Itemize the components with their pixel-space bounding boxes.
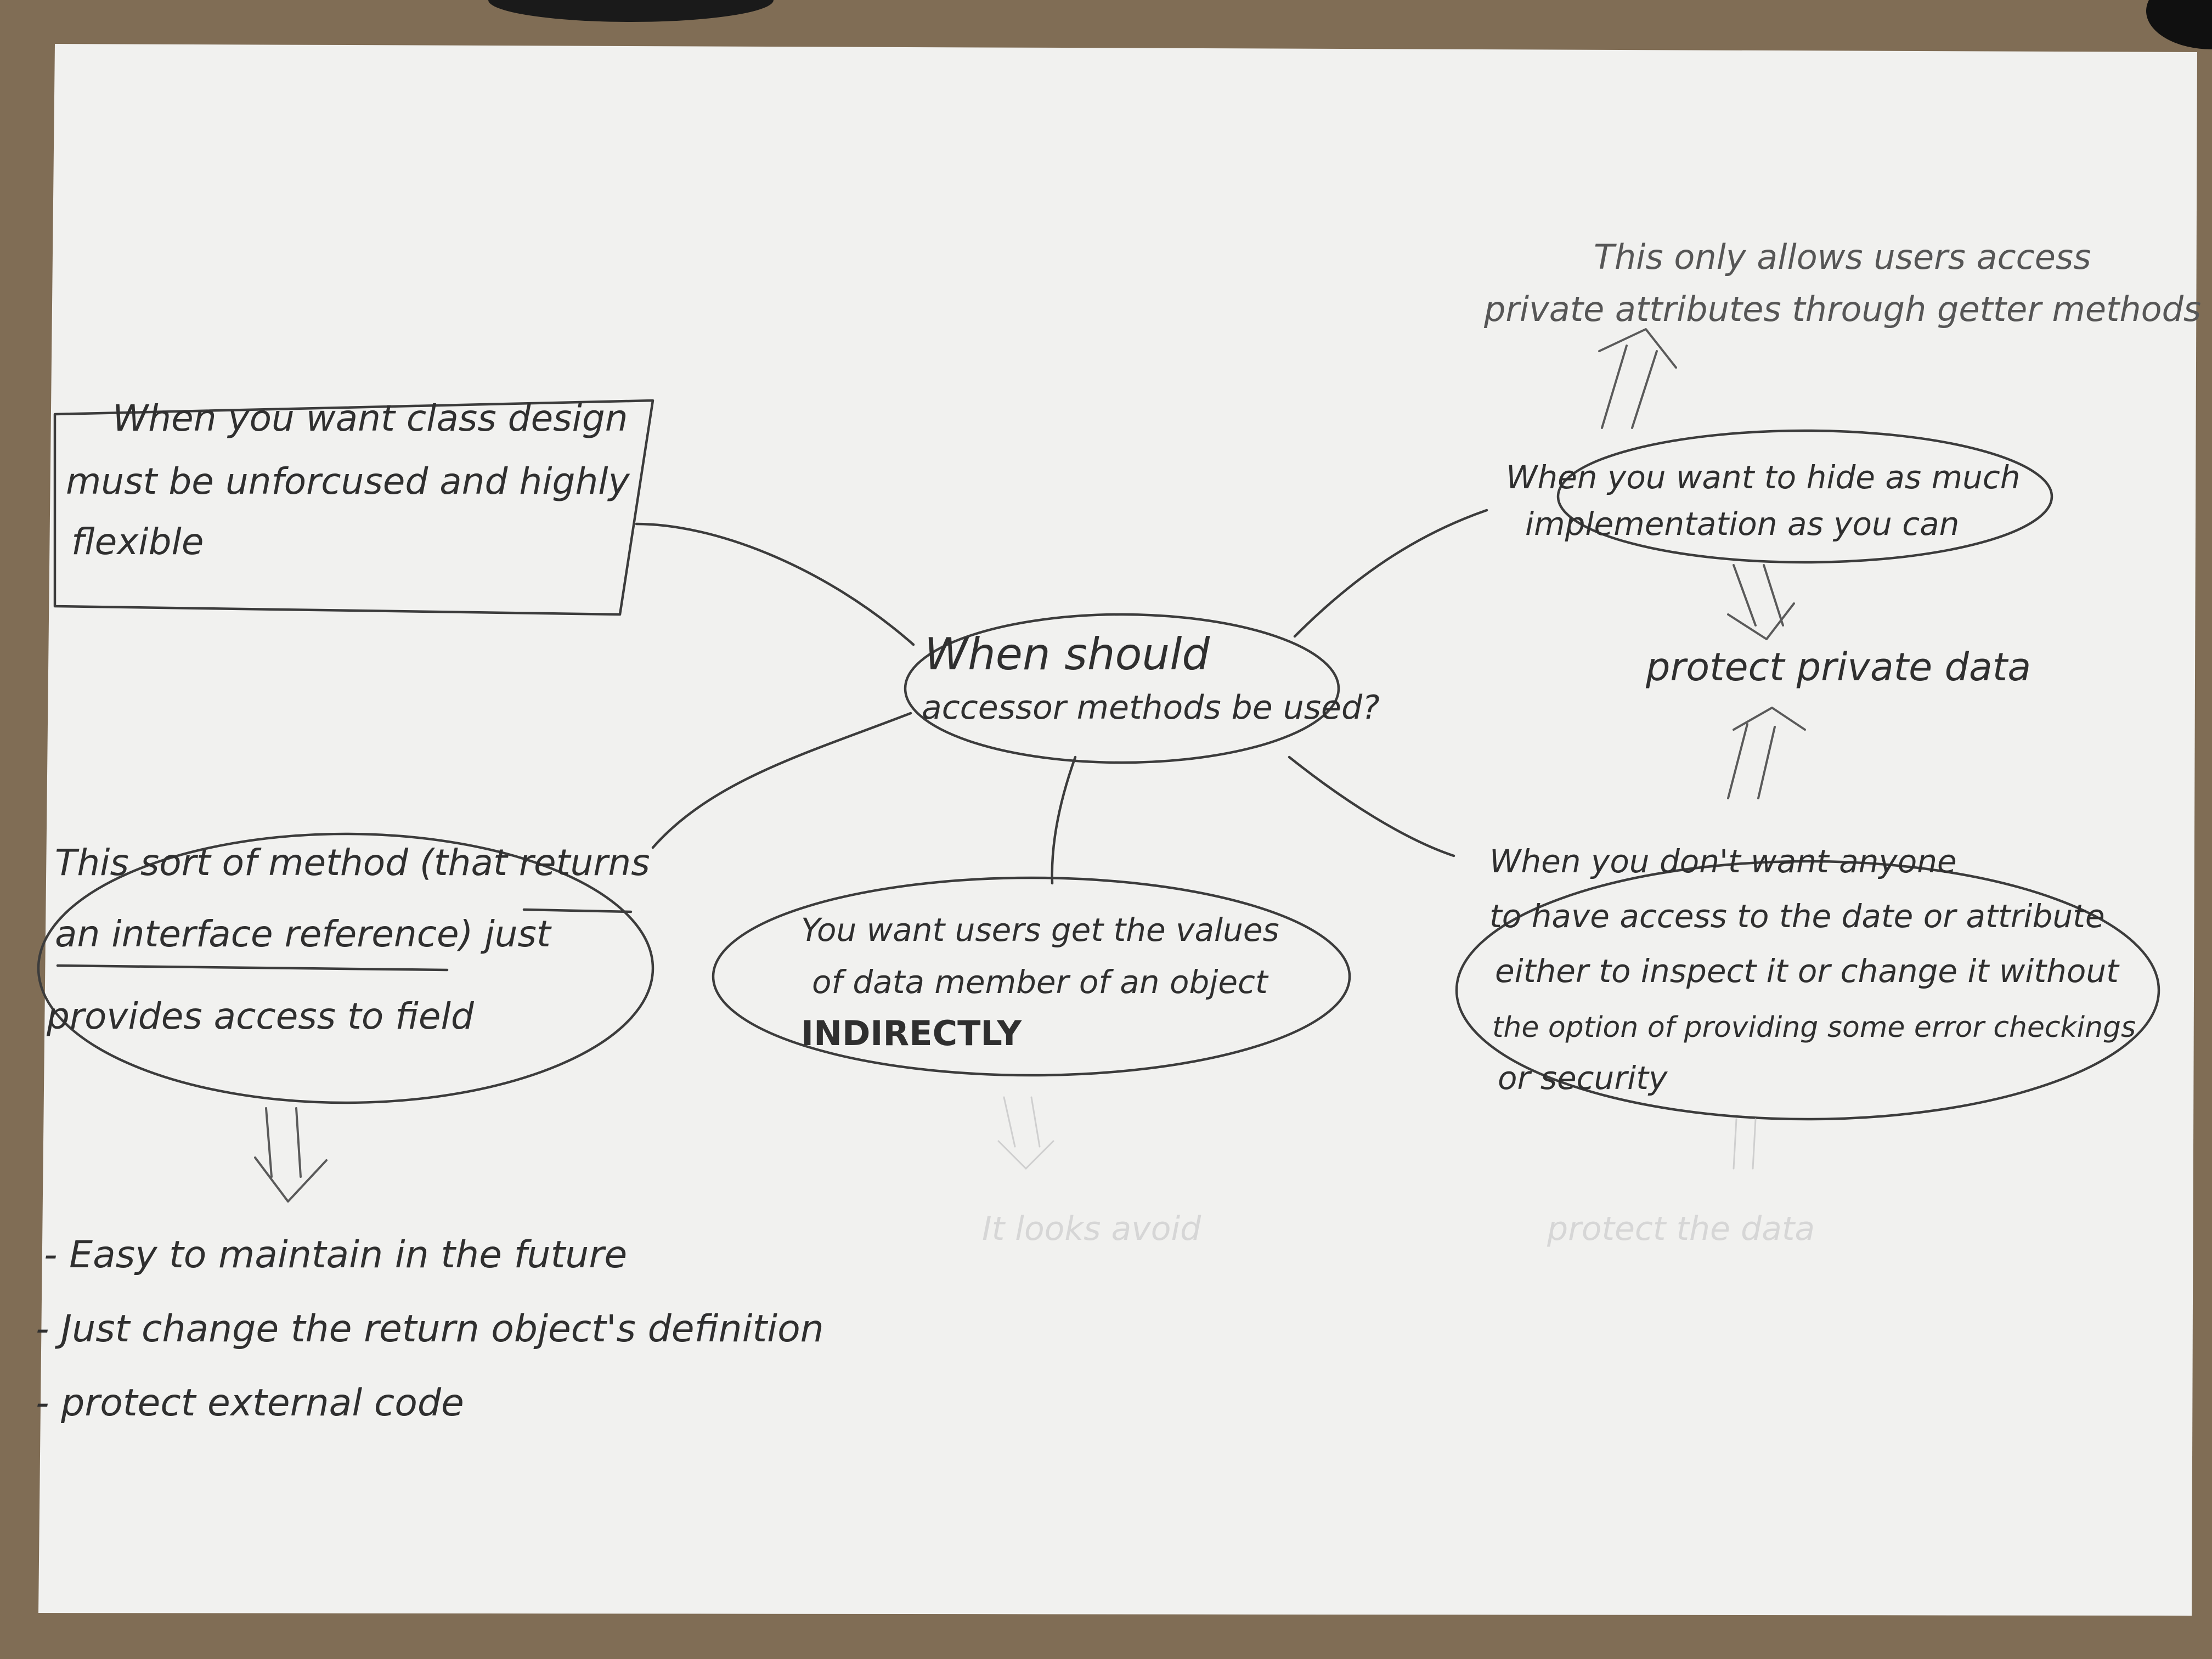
bottom-right-line-5: or security xyxy=(1498,1059,1668,1097)
top-right-note-line-2: private attributes through getter method… xyxy=(1483,289,2201,329)
bottom-left-line-2a: an interface reference xyxy=(55,913,459,955)
bottom-left-line-2b: ) just xyxy=(456,913,552,955)
connector-center-top-right xyxy=(1293,509,1488,638)
center-line-2: accessor methods be used? xyxy=(922,689,1380,727)
paper-sheet xyxy=(38,44,2197,1616)
center-node-ellipse xyxy=(904,613,1340,764)
benefit-item-3: - protect external code xyxy=(36,1381,464,1425)
bottom-left-line-3: provides access to field xyxy=(46,995,475,1037)
bottom-right-node-ellipse xyxy=(1455,860,2160,1121)
benefit-item-2: - Just change the return object's defini… xyxy=(36,1307,824,1351)
photo-corner-shadow-top xyxy=(488,0,774,22)
top-right-node-ellipse xyxy=(1556,429,2053,564)
underline-interface-reference xyxy=(56,964,449,972)
bottom-left-line-2: an interface reference) just xyxy=(55,913,552,955)
bottom-left-line-1b: returns xyxy=(519,842,650,884)
bottom-center-line-2: of data member of an object xyxy=(812,963,1269,1001)
top-left-box xyxy=(53,399,654,616)
top-left-line-3: flexible xyxy=(71,521,204,563)
underline-returns xyxy=(522,908,633,913)
bottom-right-line-4: the option of providing some error check… xyxy=(1492,1011,2136,1044)
up-arrow-from-bottom-right xyxy=(1727,707,1806,799)
bottom-right-line-3: either to inspect it or change it withou… xyxy=(1495,952,2120,990)
erased-arrow-center xyxy=(997,1096,1054,1170)
connector-center-top-left xyxy=(635,522,915,646)
bottom-left-line-1a: This sort of method (that xyxy=(55,842,519,884)
photo-corner-shadow-right xyxy=(2146,0,2212,49)
benefit-item-1: - Easy to maintain in the future xyxy=(44,1233,627,1277)
bottom-center-node-ellipse xyxy=(712,876,1351,1077)
center-line-1: When should xyxy=(924,629,1210,680)
connector-center-bottom-center xyxy=(1051,755,1077,885)
top-left-line-1: When you want class design xyxy=(112,397,628,439)
bottom-right-line-1: When you don't want anyone xyxy=(1489,843,1957,880)
bottom-left-line-1: This sort of method (that returns xyxy=(55,842,650,884)
bottom-right-line-2: to have access to the date or attribute xyxy=(1489,898,2105,935)
bottom-left-node-ellipse xyxy=(37,832,654,1104)
erased-arrow-right xyxy=(1733,1118,1757,1170)
connector-center-bottom-left xyxy=(651,712,912,849)
protect-private-data: protect private data xyxy=(1645,645,2031,690)
top-right-note-line-1: This only allows users access xyxy=(1594,237,2091,277)
erased-text-right: protect the data xyxy=(1547,1210,1815,1248)
top-right-line-2: implementation as you can xyxy=(1525,505,1959,543)
down-arrow-to-protect xyxy=(1727,564,1795,640)
down-arrow-to-benefits xyxy=(254,1107,328,1203)
erased-text-center: It looks avoid xyxy=(982,1210,1201,1248)
top-left-line-2: must be unforcused and highly xyxy=(66,460,630,503)
bottom-center-line-3: INDIRECTLY xyxy=(801,1013,1022,1053)
connector-center-bottom-right xyxy=(1288,755,1455,857)
bottom-center-line-1: You want users get the values xyxy=(801,911,1279,949)
top-right-line-1: When you want to hide as much xyxy=(1506,459,2021,496)
up-arrow-to-note xyxy=(1598,328,1677,429)
